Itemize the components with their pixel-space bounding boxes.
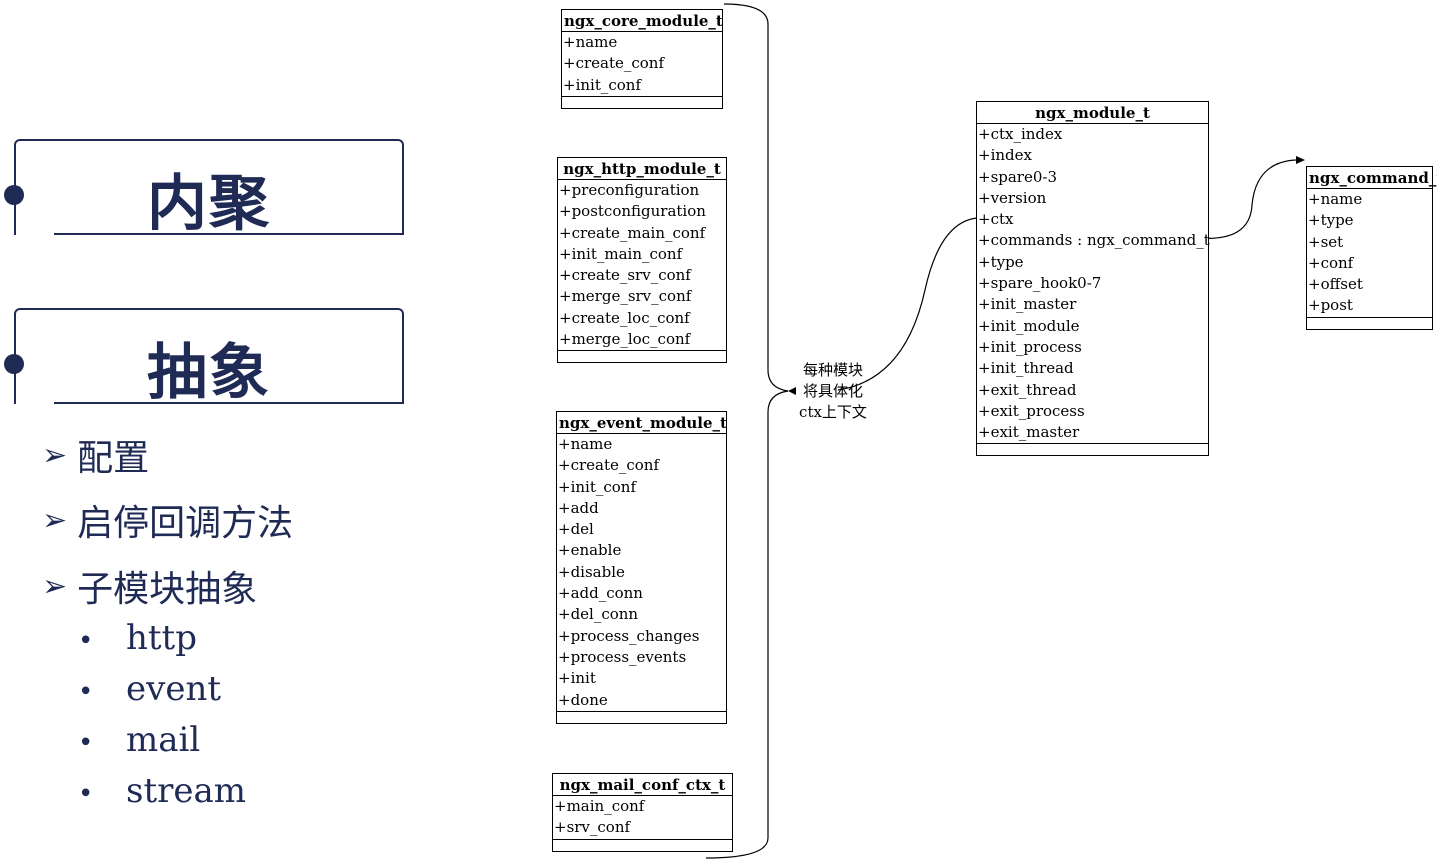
- point-submodules: ➢ 子模块抽象: [42, 560, 257, 612]
- bullet-dot-icon: [4, 354, 24, 374]
- point-config: ➢ 配置: [42, 429, 149, 481]
- class-attr: +create_srv_conf: [559, 266, 691, 285]
- class-attr: +init_module: [978, 316, 1080, 335]
- sub-point-http: •http: [78, 618, 197, 658]
- bullet-icon: •: [78, 677, 94, 707]
- heading-cohesion-text: 内聚: [147, 169, 271, 239]
- bullet-icon: •: [78, 626, 94, 656]
- class-attr: +set: [1308, 232, 1344, 251]
- class-attr: +type: [1308, 211, 1354, 230]
- class-attr: +init_master: [978, 295, 1077, 314]
- class-attr: +del: [558, 520, 594, 539]
- class-attr: +spare_hook0-7: [978, 274, 1102, 293]
- class-attr: +process_events: [558, 647, 687, 666]
- class-attr: +init_conf: [563, 75, 641, 94]
- note-line: 每种模块: [802, 361, 863, 379]
- class-attr: +ctx_index: [978, 125, 1063, 143]
- note-line: ctx上下文: [799, 403, 867, 421]
- class-ngx-command: ngx_command_t +name +type +set +conf +of…: [1306, 166, 1437, 330]
- class-attr: +conf: [1308, 253, 1354, 272]
- class-title: ngx_mail_conf_ctx_t: [553, 774, 732, 796]
- class-attr: +add_conn: [558, 584, 643, 603]
- sub-point-event: •event: [78, 669, 222, 709]
- class-ngx-http-module: ngx_http_module_t +preconfiguration +pos…: [557, 157, 727, 364]
- class-attr: +done: [558, 690, 608, 709]
- class-ngx-core-module: ngx_core_module_t +name +create_conf +in…: [561, 9, 723, 109]
- class-attr: +exit_master: [978, 423, 1080, 442]
- command-arrow-icon: [1296, 156, 1305, 164]
- point-callbacks: ➢ 启停回调方法: [42, 494, 293, 546]
- sub-point-stream: •stream: [78, 771, 246, 811]
- class-attr: +exit_process: [978, 401, 1085, 420]
- class-attr: +exit_thread: [978, 380, 1077, 399]
- class-attr: +name: [558, 435, 613, 453]
- class-attr: +version: [978, 188, 1047, 207]
- class-attr: +merge_srv_conf: [559, 287, 692, 306]
- class-attr: +init_conf: [558, 477, 636, 496]
- ctx-connector: [837, 217, 978, 391]
- class-attr: +srv_conf: [554, 818, 631, 837]
- sub-point-mail: •mail: [78, 720, 201, 760]
- class-attr: +create_conf: [558, 456, 660, 475]
- class-attr: +init_thread: [978, 359, 1074, 378]
- class-attr: +post: [1308, 296, 1353, 315]
- class-attr: +postconfiguration: [559, 202, 706, 221]
- class-title: ngx_core_module_t: [562, 12, 723, 32]
- class-attr: +preconfiguration: [559, 181, 700, 199]
- class-ngx-event-module: ngx_event_module_t +name +create_conf +i…: [556, 411, 727, 724]
- class-attr: +type: [978, 252, 1024, 271]
- class-attr: +offset: [1308, 275, 1363, 294]
- class-title: ngx_http_module_t: [558, 158, 726, 180]
- class-title: ngx_module_t: [977, 102, 1208, 124]
- brace-arrow-icon: [788, 387, 796, 395]
- arrow-bullet-icon: ➢: [42, 568, 68, 604]
- grouping-brace: [705, 3, 789, 859]
- class-attr: +enable: [558, 541, 622, 560]
- class-attr: +create_loc_conf: [559, 308, 690, 327]
- class-attr: +del_conn: [558, 605, 639, 624]
- class-title: ngx_command_t: [1307, 169, 1437, 189]
- point-label: 子模块抽象: [77, 569, 258, 610]
- class-attr: +process_changes: [558, 626, 700, 645]
- class-attr: +create_main_conf: [559, 223, 706, 242]
- class-attr: +disable: [558, 562, 625, 581]
- point-label: 启停回调方法: [77, 503, 294, 544]
- class-attr: +main_conf: [554, 797, 645, 815]
- heading-cohesion: 内聚: [4, 139, 404, 239]
- point-label: 配置: [77, 438, 150, 479]
- bullet-icon: •: [78, 779, 94, 809]
- bullet-dot-icon: [4, 185, 24, 205]
- commands-connector: [1197, 159, 1297, 239]
- arrow-bullet-icon: ➢: [42, 437, 68, 473]
- class-ngx-module: ngx_module_t +ctx_index +index +spare0-3…: [976, 101, 1210, 457]
- heading-abstraction-text: 抽象: [147, 338, 271, 408]
- class-attr: +name: [1308, 190, 1363, 208]
- class-attr: +create_conf: [563, 54, 665, 73]
- class-attr: +init_process: [978, 337, 1082, 356]
- class-attr: +spare0-3: [978, 167, 1058, 186]
- class-ngx-mail-conf-ctx: ngx_mail_conf_ctx_t +main_conf +srv_conf: [552, 773, 733, 852]
- class-attr: +init_main_conf: [559, 244, 683, 263]
- bullet-icon: •: [78, 728, 94, 758]
- note-line: 将具体化: [802, 382, 863, 400]
- class-attr: +ctx: [978, 210, 1014, 229]
- class-attr: +commands : ngx_command_t: [978, 231, 1210, 250]
- class-attr: +init: [558, 669, 596, 688]
- ctx-note: 每种模块 将具体化 ctx上下文: [788, 360, 878, 423]
- class-attr: +name: [563, 33, 618, 51]
- class-attr: +merge_loc_conf: [559, 330, 691, 349]
- class-attr: +index: [978, 146, 1032, 165]
- class-title: ngx_event_module_t: [557, 414, 727, 434]
- class-attr: +add: [558, 498, 599, 517]
- heading-abstraction: 抽象: [4, 308, 404, 408]
- arrow-bullet-icon: ➢: [42, 502, 68, 538]
